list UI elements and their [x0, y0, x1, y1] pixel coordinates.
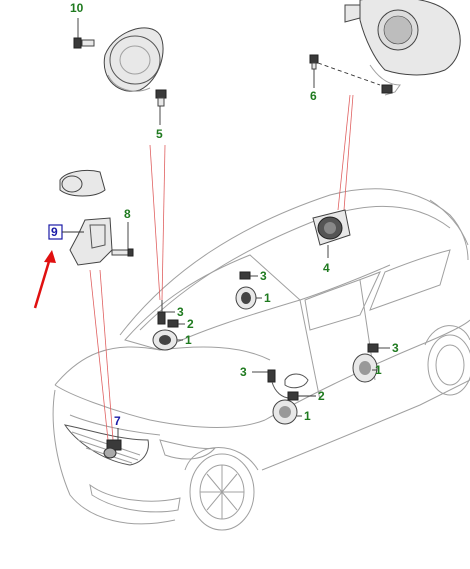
callout-2-d: 2 — [318, 389, 325, 403]
callout-8: 8 — [124, 207, 131, 221]
callout-1-d: 1 — [304, 409, 311, 423]
screw-10 — [73, 18, 95, 49]
callout-1-c: 1 — [375, 363, 382, 377]
speaker-4 — [312, 209, 351, 258]
callout-2-b: 2 — [187, 317, 194, 331]
clip-6 — [309, 54, 381, 88]
callout-4: 4 — [323, 261, 330, 275]
horn-bracket-9 — [59, 169, 113, 266]
leader-lines-red — [89, 94, 354, 441]
screw-8 — [111, 222, 134, 257]
callout-1-a: 1 — [264, 291, 271, 305]
callout-3-b: 3 — [177, 305, 184, 319]
vehicle-outline — [52, 188, 470, 531]
callout-1-b: 1 — [185, 333, 192, 347]
callout-3-d: 3 — [240, 365, 247, 379]
callout-7: 7 — [114, 414, 121, 428]
callout-6: 6 — [310, 89, 317, 103]
callout-3-a: 3 — [260, 269, 267, 283]
subwoofer-housing — [344, 0, 461, 96]
speaker-cluster-c — [352, 343, 390, 383]
callout-3-c: 3 — [392, 341, 399, 355]
speaker-cluster-d — [252, 369, 316, 425]
callout-9: 9 — [51, 225, 58, 239]
horn-7 — [103, 428, 122, 459]
tweeter-cluster-b — [152, 300, 185, 351]
clip-5 — [155, 89, 167, 125]
callout-10: 10 — [70, 1, 84, 15]
tweeter-cluster-a — [235, 271, 262, 310]
callout-5: 5 — [156, 127, 163, 141]
red-arrow-pointer — [33, 250, 56, 309]
speaker-assembly-top — [103, 27, 164, 92]
